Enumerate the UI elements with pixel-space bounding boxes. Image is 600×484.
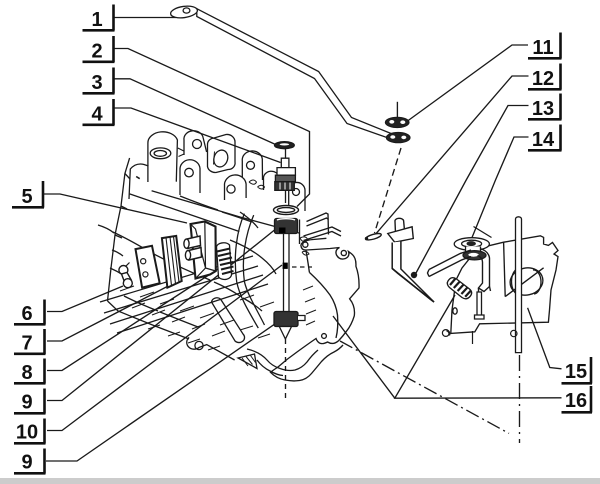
- svg-text:9: 9: [21, 392, 32, 414]
- svg-text:15: 15: [565, 361, 587, 383]
- svg-text:7: 7: [21, 333, 32, 355]
- svg-text:4: 4: [91, 104, 103, 126]
- svg-text:14: 14: [532, 129, 555, 151]
- svg-text:8: 8: [21, 362, 32, 384]
- svg-text:6: 6: [21, 303, 32, 325]
- svg-text:12: 12: [532, 68, 554, 90]
- svg-text:5: 5: [21, 186, 32, 208]
- svg-text:9: 9: [21, 452, 32, 474]
- svg-text:16: 16: [565, 390, 587, 412]
- svg-text:3: 3: [91, 72, 102, 94]
- svg-text:1: 1: [91, 9, 102, 31]
- svg-text:10: 10: [16, 422, 38, 444]
- svg-text:2: 2: [91, 41, 102, 63]
- svg-text:13: 13: [532, 98, 554, 120]
- svg-text:11: 11: [532, 37, 553, 59]
